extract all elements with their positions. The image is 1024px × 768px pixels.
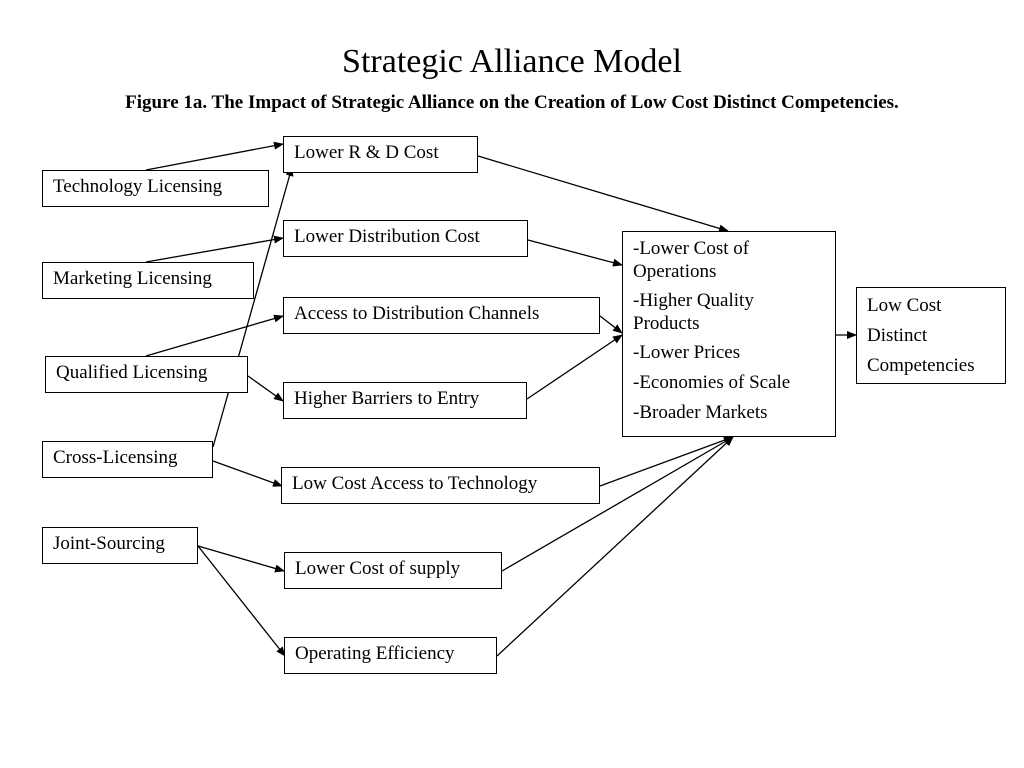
benefit-higher-barriers-entry: Higher Barriers to Entry	[283, 382, 527, 419]
arrow-marketing-to-distribution-cost	[145, 235, 284, 263]
outcome-item: -Higher Quality Products	[633, 290, 754, 334]
arrow-rd-to-outcomes	[477, 155, 729, 233]
benefit-low-cost-access-technology: Low Cost Access to Technology	[281, 467, 600, 504]
result-box: Low Cost Distinct Competencies	[856, 287, 1006, 384]
outcome-item: -Broader Markets	[633, 402, 768, 423]
source-technology-licensing: Technology Licensing	[42, 170, 269, 207]
outcome-item: -Lower Cost of Operations	[633, 238, 750, 282]
benefit-lower-distribution-cost-label: Lower Distribution Cost	[294, 226, 480, 247]
source-marketing-licensing-label: Marketing Licensing	[53, 268, 212, 289]
arrow-qualified-to-barriers	[247, 375, 284, 402]
source-qualified-licensing: Qualified Licensing	[45, 356, 248, 393]
arrow-channels-to-outcomes	[599, 315, 623, 334]
benefit-access-distribution-channels: Access to Distribution Channels	[283, 297, 600, 334]
source-joint-sourcing-label: Joint-Sourcing	[53, 533, 165, 554]
arrow-joint-to-efficiency	[197, 545, 286, 657]
arrow-supply-to-outcomes	[501, 436, 734, 572]
result-line: Distinct	[867, 325, 928, 346]
source-joint-sourcing: Joint-Sourcing	[42, 527, 198, 564]
arrow-qualified-to-channels	[145, 314, 284, 357]
outcomes-box: -Lower Cost of Operations -Higher Qualit…	[622, 231, 836, 437]
arrow-joint-to-supply	[197, 545, 285, 573]
source-technology-licensing-label: Technology Licensing	[53, 176, 223, 197]
benefit-higher-barriers-entry-label: Higher Barriers to Entry	[294, 388, 480, 409]
arrow-cross-to-technology-access	[212, 460, 283, 487]
outcome-item: -Economies of Scale	[633, 372, 791, 393]
source-cross-licensing-label: Cross-Licensing	[53, 447, 178, 468]
benefit-lower-cost-supply: Lower Cost of supply	[284, 552, 502, 589]
arrow-efficiency-to-outcomes	[496, 436, 734, 657]
source-marketing-licensing: Marketing Licensing	[42, 262, 254, 299]
benefit-operating-efficiency-label: Operating Efficiency	[295, 643, 455, 664]
benefit-lower-cost-supply-label: Lower Cost of supply	[295, 558, 461, 579]
result-line: Low Cost	[867, 295, 942, 316]
source-cross-licensing: Cross-Licensing	[42, 441, 213, 478]
benefit-low-cost-access-technology-label: Low Cost Access to Technology	[292, 473, 538, 494]
benefit-operating-efficiency: Operating Efficiency	[284, 637, 497, 674]
arrow-cross-to-rd	[212, 166, 294, 448]
arrow-technology-to-rd	[145, 141, 284, 171]
benefit-lower-rd-cost: Lower R & D Cost	[283, 136, 478, 173]
figure-caption: Figure 1a. The Impact of Strategic Allia…	[125, 92, 899, 113]
benefit-lower-distribution-cost: Lower Distribution Cost	[283, 220, 528, 257]
outcome-item: -Lower Prices	[633, 342, 741, 363]
diagram-title: Strategic Alliance Model	[342, 43, 682, 80]
arrow-barriers-to-outcomes	[526, 334, 623, 400]
arrow-distribution-cost-to-outcomes	[527, 239, 623, 267]
benefit-lower-rd-cost-label: Lower R & D Cost	[294, 142, 439, 163]
arrow-technology-access-to-outcomes	[599, 436, 734, 487]
result-line: Competencies	[867, 355, 975, 376]
benefit-access-distribution-channels-label: Access to Distribution Channels	[294, 303, 540, 324]
source-qualified-licensing-label: Qualified Licensing	[56, 362, 208, 383]
